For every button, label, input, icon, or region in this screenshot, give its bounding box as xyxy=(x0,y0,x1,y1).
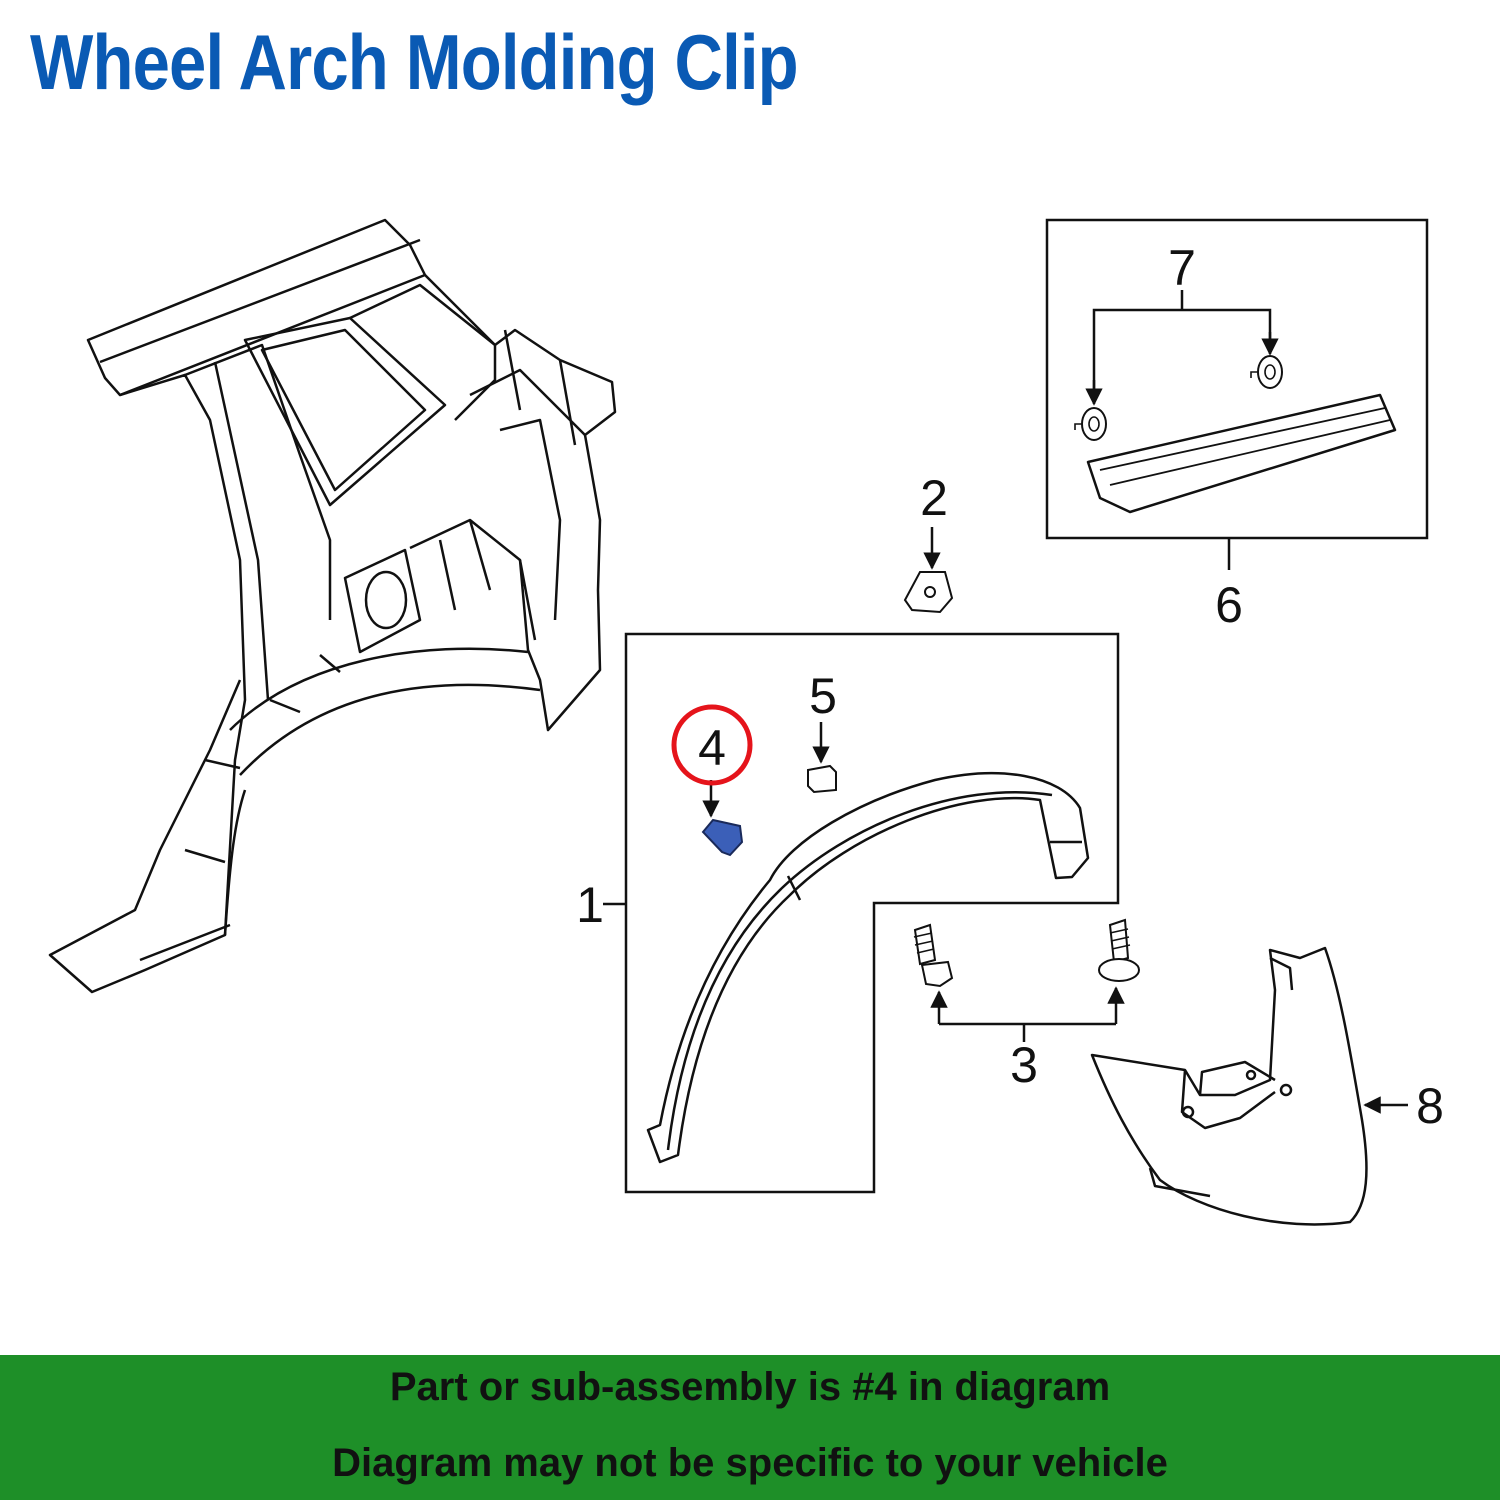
part-2-clip: 2 xyxy=(903,470,954,614)
callout-6: 6 xyxy=(1215,577,1243,633)
callout-3: 3 xyxy=(1010,1037,1038,1093)
molding-clip-part-4: 4 xyxy=(671,704,753,857)
kit-box-1 xyxy=(603,632,1120,1194)
clip-4-shape xyxy=(701,818,744,857)
callout-2: 2 xyxy=(920,470,948,526)
callout-4: 4 xyxy=(698,720,726,776)
part-8-mud-flap: 8 xyxy=(1090,946,1444,1226)
highlight-ring xyxy=(671,704,753,786)
callout-1: 1 xyxy=(576,877,604,933)
parts-diagram: 4 5 2 1 6 7 xyxy=(48,218,1444,1226)
part-3-screws: 3 xyxy=(913,918,1140,1093)
wheel-arch-molding xyxy=(646,771,1090,1164)
callout-8: 8 xyxy=(1416,1078,1444,1134)
callout-7: 7 xyxy=(1168,240,1196,296)
quarter-panel-drawing xyxy=(48,218,617,994)
page-title: Wheel Arch Molding Clip xyxy=(30,18,799,106)
kit-box-6: 6 7 xyxy=(1045,218,1429,633)
footer-disclaimer: Diagram may not be specific to your vehi… xyxy=(332,1441,1168,1485)
part-5-nut: 5 xyxy=(807,668,837,794)
callout-5: 5 xyxy=(809,668,837,724)
footer-banner: Part or sub-assembly is #4 in diagram Di… xyxy=(0,1355,1500,1500)
footer-part-note: Part or sub-assembly is #4 in diagram xyxy=(389,1365,1111,1409)
